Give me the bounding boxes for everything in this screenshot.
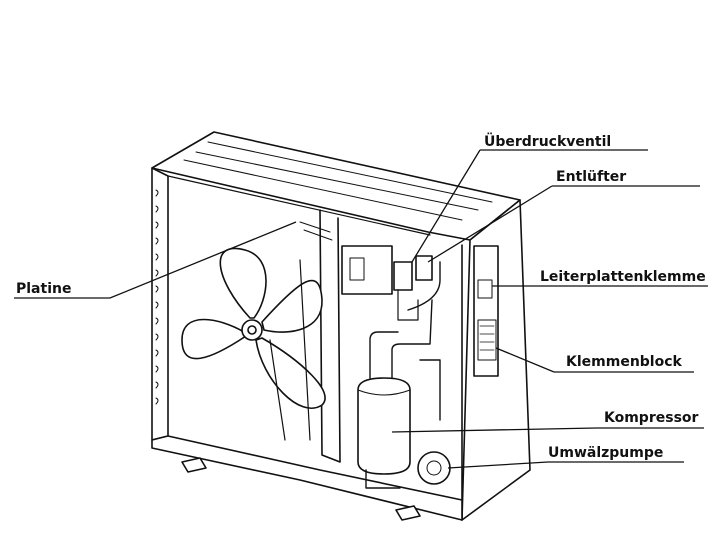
label-entluefter: Entlüfter xyxy=(556,169,627,185)
control-box xyxy=(341,245,393,295)
leader-platine xyxy=(14,221,297,299)
compressor-body xyxy=(357,377,411,475)
leader-kompressor xyxy=(391,427,704,433)
leader-klemmenblock xyxy=(495,347,694,373)
platine-wires xyxy=(299,221,333,241)
label-platine: Platine xyxy=(16,281,72,297)
fan xyxy=(181,247,326,409)
label-umwaelzpumpe: Umwälzpumpe xyxy=(548,445,664,461)
housing-base xyxy=(151,435,463,521)
leader-ueberdruckventil xyxy=(411,149,648,263)
partition-wall xyxy=(319,209,341,463)
refrigerant-pipes xyxy=(365,261,441,489)
housing-top-panel xyxy=(151,131,521,241)
label-klemmenblock: Klemmenblock xyxy=(566,354,682,370)
side-grille xyxy=(155,189,159,405)
housing-left-frame xyxy=(151,167,169,441)
foot-right xyxy=(395,505,421,521)
fan-motor-bracket xyxy=(269,259,311,441)
label-leiterplattenklemme: Leiterplattenklemme xyxy=(540,269,706,285)
label-ueberdruckventil: Überdruckventil xyxy=(484,134,612,150)
pcb-terminal xyxy=(477,279,493,299)
leader-umwaelzpumpe xyxy=(447,461,684,469)
foot-left xyxy=(181,457,207,473)
air-vent xyxy=(415,255,433,281)
housing-rear-edge xyxy=(167,175,431,236)
leader-entluefter xyxy=(427,185,700,263)
housing-top-slats xyxy=(183,141,493,221)
label-kompressor: Kompressor xyxy=(604,410,699,426)
pressure-relief-valve xyxy=(393,261,413,291)
